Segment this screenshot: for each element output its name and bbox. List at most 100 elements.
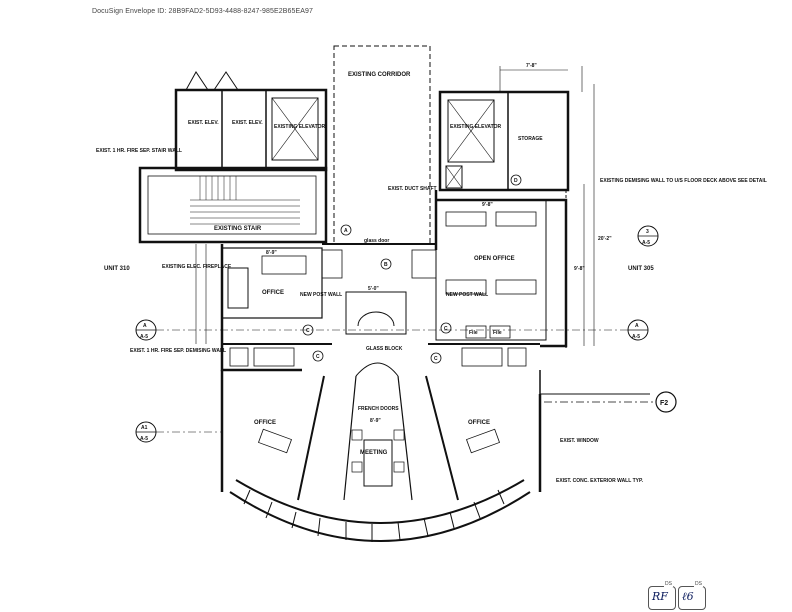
meeting-chair — [393, 461, 405, 473]
label-section-a1-sheet: A-5 — [140, 436, 148, 442]
label-exist-stair-wall: EXIST. 1 HR. FIRE SEP. STAIR WALL — [96, 148, 182, 154]
room-tag-d — [510, 174, 522, 186]
open-office-desk-4 — [495, 279, 537, 295]
elevator-x — [271, 97, 319, 161]
label-exist-window: EXIST. WINDOW — [560, 438, 599, 444]
label-exist-demising-wall: EXIST. 1 HR. FIRE SEP. DEMISING WALL — [130, 348, 226, 354]
existing-stair — [138, 166, 328, 244]
door-swing-arch — [185, 71, 209, 91]
label-file-2: File — [493, 330, 502, 336]
label-open-office: OPEN OFFICE — [474, 256, 515, 262]
label-dim-open: 9'-8" — [482, 202, 493, 208]
label-dim-meeting: 8'-9" — [370, 418, 381, 424]
label-exist-elev: EXIST. ELEV. — [188, 120, 219, 126]
room-tag-b — [380, 258, 392, 270]
office-left-room — [221, 247, 323, 319]
label-section-a-left: A — [143, 323, 147, 329]
label-detail-3: 3 — [646, 229, 649, 235]
initials-signature: ℓ6 — [682, 590, 694, 603]
exist-elevator-shafts-left — [174, 88, 328, 172]
initials-box-1[interactable]: DS RF — [648, 581, 676, 610]
label-exist-elev-2: EXIST. ELEV. — [232, 120, 263, 126]
sofa-right — [461, 347, 503, 367]
curved-window-wall-outer — [229, 491, 531, 542]
meeting-chair — [351, 461, 363, 473]
label-glass-door: glass door — [364, 238, 389, 244]
office-desk-lower-right — [465, 428, 501, 454]
office-desk-lower-left — [257, 428, 293, 454]
file-cabinet-1 — [465, 325, 487, 339]
label-existing-elevator-right: EXISTING ELEVATOR — [450, 124, 502, 130]
exist-elevator-shafts-right — [438, 90, 570, 192]
elevator-car-left — [271, 97, 319, 161]
label-section-a1: A1 — [141, 425, 148, 431]
initials-tag: DS — [664, 581, 673, 587]
tag-c1: C — [306, 328, 310, 334]
divider-left — [297, 375, 325, 501]
reception-desk — [345, 291, 407, 335]
label-section-a-right: A — [635, 323, 639, 329]
label-existing-demising: EXISTING DEMISING WALL TO U/S FLOOR DECK… — [600, 178, 767, 184]
plan-labels: EXISTING CORRIDOR EXIST. ELEV. EXIST. EL… — [96, 63, 767, 484]
label-glass-block: GLASS BLOCK — [366, 346, 403, 352]
grid-bubble-f2 — [655, 391, 677, 413]
existing-corridor — [333, 45, 431, 245]
sofa-left — [253, 347, 295, 367]
label-detail-3-sheet: A-5 — [642, 240, 650, 246]
side-table-right — [507, 347, 527, 367]
divider-right — [425, 375, 459, 501]
label-storage: STORAGE — [518, 136, 543, 142]
label-post-wall-right: NEW POST WALL — [446, 292, 488, 298]
envelope-id: DocuSign Envelope ID: 28B9FAD2-5D93-4488… — [92, 8, 313, 15]
stair-inner — [147, 175, 317, 235]
open-office-room — [435, 199, 547, 341]
tag-b: B — [384, 262, 388, 268]
initials-box-2[interactable]: DS ℓ6 — [678, 581, 706, 610]
meeting-table — [363, 439, 393, 487]
tag-d: D — [514, 178, 518, 184]
label-existing-corridor: EXISTING CORRIDOR — [348, 72, 411, 78]
room-tag-c1 — [302, 324, 314, 336]
label-unit-310: UNIT 310 — [104, 266, 130, 272]
open-office-desk-1 — [445, 211, 487, 227]
label-file-1: File — [469, 330, 478, 336]
label-existing-elevator-left: EXISTING ELEVATOR — [274, 124, 326, 130]
label-post-wall-left: NEW POST WALL — [300, 292, 342, 298]
door-swing-arch — [213, 71, 239, 91]
label-office-lower-right: OFFICE — [468, 420, 490, 426]
fireplace — [227, 267, 249, 309]
label-section-a-sheet-left: A-5 — [140, 334, 148, 340]
label-meeting: MEETING — [360, 450, 388, 456]
initials-signature: RF — [652, 590, 668, 603]
divider-right-inner — [397, 375, 413, 501]
room-tag-c3 — [430, 352, 442, 364]
side-table-left — [229, 347, 249, 367]
tag-a: A — [344, 228, 348, 234]
room-tag-c4 — [440, 322, 452, 334]
label-dim-right: 20'-2" — [598, 236, 612, 242]
elevator-x — [447, 99, 495, 163]
label-exist-conc-wall: EXIST. CONC. EXTERIOR WALL TYP. — [556, 478, 644, 484]
label-exist-duct-shaft: EXIST. DUCT SHAFT — [388, 186, 437, 192]
label-section-a-sheet-right: A-5 — [632, 334, 640, 340]
duct-shaft — [445, 165, 463, 189]
divider-left-inner — [343, 375, 357, 501]
meeting-chair — [393, 429, 405, 441]
desk-left — [261, 255, 307, 275]
label-grid-f2: F2 — [660, 400, 668, 407]
label-french-doors: FRENCH DOORS — [358, 406, 399, 412]
label-dim-center: 5'-0" — [368, 286, 379, 292]
open-office-desk-3 — [445, 279, 487, 295]
label-dim-top: 7'-8" — [526, 63, 537, 69]
curved-window-wall-inner — [235, 479, 525, 524]
file-cabinet-2 — [489, 325, 511, 339]
label-unit-305: UNIT 305 — [628, 266, 654, 272]
room-tag-c2 — [312, 350, 324, 362]
label-office-left: OFFICE — [262, 290, 284, 296]
tag-c4: C — [444, 326, 448, 332]
stair-treads — [190, 176, 300, 225]
label-office-lower-left: OFFICE — [254, 420, 276, 426]
label-existing-stair: EXISTING STAIR — [214, 226, 262, 232]
window-mullions — [243, 489, 505, 542]
